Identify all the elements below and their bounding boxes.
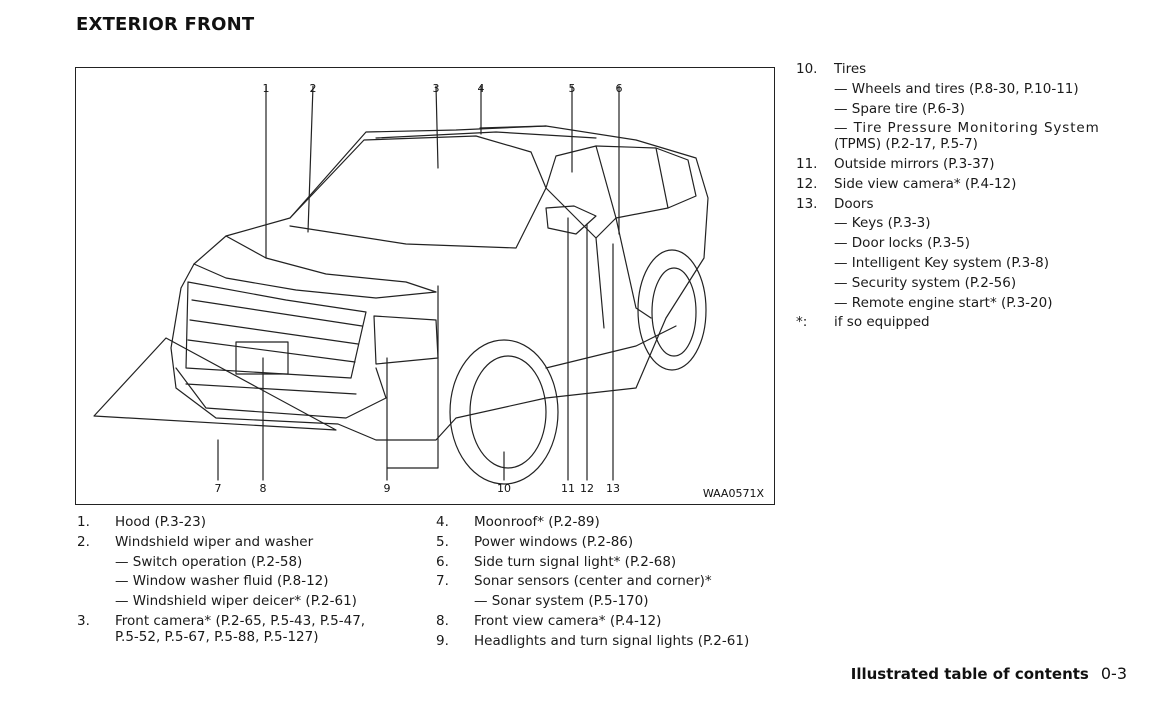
item-text: if so equipped (834, 314, 930, 331)
callout-1: 1 (262, 82, 270, 95)
left-item-list: 1. Hood (P.3-23) 2. Windshield wiper and w… (77, 513, 417, 648)
callout-13: 13 (606, 482, 620, 495)
list-item: — Intelligent Key system (P.3-8) (796, 254, 1136, 274)
item-number: 9. (436, 632, 449, 649)
list-item: 4. Moonroof* (P.2-89) (436, 513, 786, 533)
list-item: P.5-52, P.5-67, P.5-88, P.5-127) (77, 628, 417, 648)
item-text: Hood (P.3-23) (115, 514, 207, 530)
list-item: 7. Sonar sensors (center and corner)* (436, 572, 786, 592)
item-text: Front view camera* (P.4-12) (474, 612, 662, 629)
item-number: 5. (436, 533, 449, 550)
list-item: 12. Side view camera* (P.4-12) (796, 175, 1136, 195)
item-text: — Wheels and tires (P.8-30, P.10-11) (834, 80, 1079, 97)
item-number: 12. (796, 175, 818, 192)
item-text: Side view camera* (P.4-12) (834, 175, 1017, 192)
item-text: — Windshield wiper deicer* (P.2-61) (115, 593, 357, 610)
item-text: — Switch operation (P.2-58) (115, 553, 303, 570)
callout-9: 9 (383, 482, 391, 495)
item-text: Side turn signal light* (P.2-68) (474, 553, 677, 570)
item-number: 10. (796, 61, 818, 77)
item-text: Headlights and turn signal lights (P.2-6… (474, 632, 750, 649)
list-item: 3. Front camera* (P.2-65, P.5-43, P.5-47, (77, 612, 417, 632)
list-item: (TPMS) (P.2-17, P.5-7) (796, 135, 1136, 155)
footer-section-title: Illustrated table of contents (850, 665, 1089, 683)
item-text: — Door locks (P.3-5) (834, 235, 971, 252)
callout-12: 12 (580, 482, 594, 495)
list-item: — Windshield wiper deicer* (P.2-61) (77, 592, 417, 612)
list-item: — Security system (P.2-56) (796, 274, 1136, 294)
item-number: *: (796, 314, 808, 331)
item-text: Tires (834, 61, 867, 77)
list-item: 9. Headlights and turn signal lights (P.2… (436, 632, 786, 652)
list-item: *: if so equipped (796, 313, 1136, 333)
callout-4: 4 (477, 82, 485, 95)
list-item: — Spare tire (P.6-3) (796, 100, 1136, 120)
list-item: 6. Side turn signal light* (P.2-68) (436, 553, 786, 573)
item-text: Doors (834, 195, 874, 212)
list-item: 13. Doors (796, 195, 1136, 215)
item-text: — Window washer fluid (P.8-12) (115, 573, 329, 590)
list-item: 10. Tires (796, 60, 1136, 80)
list-item: — Window washer fluid (P.8-12) (77, 572, 417, 592)
item-number: 6. (436, 553, 449, 570)
callout-7: 7 (214, 482, 222, 495)
list-item: — Tire Pressure Monitoring System (796, 119, 1136, 139)
list-item: 8. Front view camera* (P.4-12) (436, 612, 786, 632)
list-item: — Remote engine start* (P.3-20) (796, 294, 1136, 314)
callout-10: 10 (497, 482, 511, 495)
page-title: EXTERIOR FRONT (76, 14, 255, 35)
item-number: 4. (436, 514, 449, 530)
item-text: — Remote engine start* (P.3-20) (834, 294, 1053, 311)
vehicle-illustration (93, 85, 709, 485)
item-text: — Spare tire (P.6-3) (834, 100, 965, 117)
list-item: — Sonar system (P.5-170) (436, 592, 786, 612)
page-number: 0-3 (1100, 664, 1127, 683)
list-item: — Keys (P.3-3) (796, 214, 1136, 234)
item-number: 8. (436, 612, 449, 629)
item-number: 13. (796, 195, 818, 212)
page-footer: Illustrated table of contents 0-3 (851, 664, 1127, 683)
item-text: Power windows (P.2-86) (474, 533, 634, 550)
item-text: Moonroof* (P.2-89) (474, 514, 600, 530)
vehicle-exterior-figure: 1 2 3 4 5 6 7 8 9 10 11 12 13 WAA0571X (75, 67, 775, 505)
callout-6: 6 (615, 82, 623, 95)
callout-2: 2 (309, 82, 317, 95)
item-text: Outside mirrors (P.3-37) (834, 155, 995, 172)
item-number: 11. (796, 155, 818, 172)
item-text: (TPMS) (P.2-17, P.5-7) (834, 136, 978, 153)
figure-code: WAA0571X (702, 487, 764, 500)
list-item: 1. Hood (P.3-23) (77, 513, 417, 533)
list-item: — Door locks (P.3-5) (796, 234, 1136, 254)
item-number: 2. (77, 533, 90, 550)
middle-item-list: 4. Moonroof* (P.2-89) 5. Power windows (P.… (436, 513, 786, 652)
list-item: — Wheels and tires (P.8-30, P.10-11) (796, 80, 1136, 100)
item-number: 1. (77, 514, 90, 530)
item-text: — Tire Pressure Monitoring System (834, 120, 1100, 137)
item-number: 3. (77, 612, 90, 629)
list-item: — Switch operation (P.2-58) (77, 553, 417, 573)
item-text: Windshield wiper and washer (115, 533, 314, 550)
callout-5: 5 (568, 82, 576, 95)
list-item: 2. Windshield wiper and washer (77, 533, 417, 553)
item-text: Front camera* (P.2-65, P.5-43, P.5-47, (115, 612, 366, 629)
list-item: 11. Outside mirrors (P.3-37) (796, 155, 1136, 175)
item-text: P.5-52, P.5-67, P.5-88, P.5-127) (115, 628, 319, 645)
item-text: Sonar sensors (center and corner)* (474, 573, 712, 590)
item-number: 7. (436, 573, 449, 590)
callout-8: 8 (259, 482, 267, 495)
list-item: 5. Power windows (P.2-86) (436, 533, 786, 553)
item-text: — Keys (P.3-3) (834, 215, 931, 232)
item-text: — Security system (P.2-56) (834, 274, 1017, 291)
item-text: — Sonar system (P.5-170) (474, 593, 649, 610)
right-item-list: 10. Tires — Wheels and tires (P.8-30, P.1… (796, 60, 1136, 333)
item-text: — Intelligent Key system (P.3-8) (834, 254, 1049, 271)
callout-11: 11 (561, 482, 575, 495)
callout-3: 3 (432, 82, 440, 95)
